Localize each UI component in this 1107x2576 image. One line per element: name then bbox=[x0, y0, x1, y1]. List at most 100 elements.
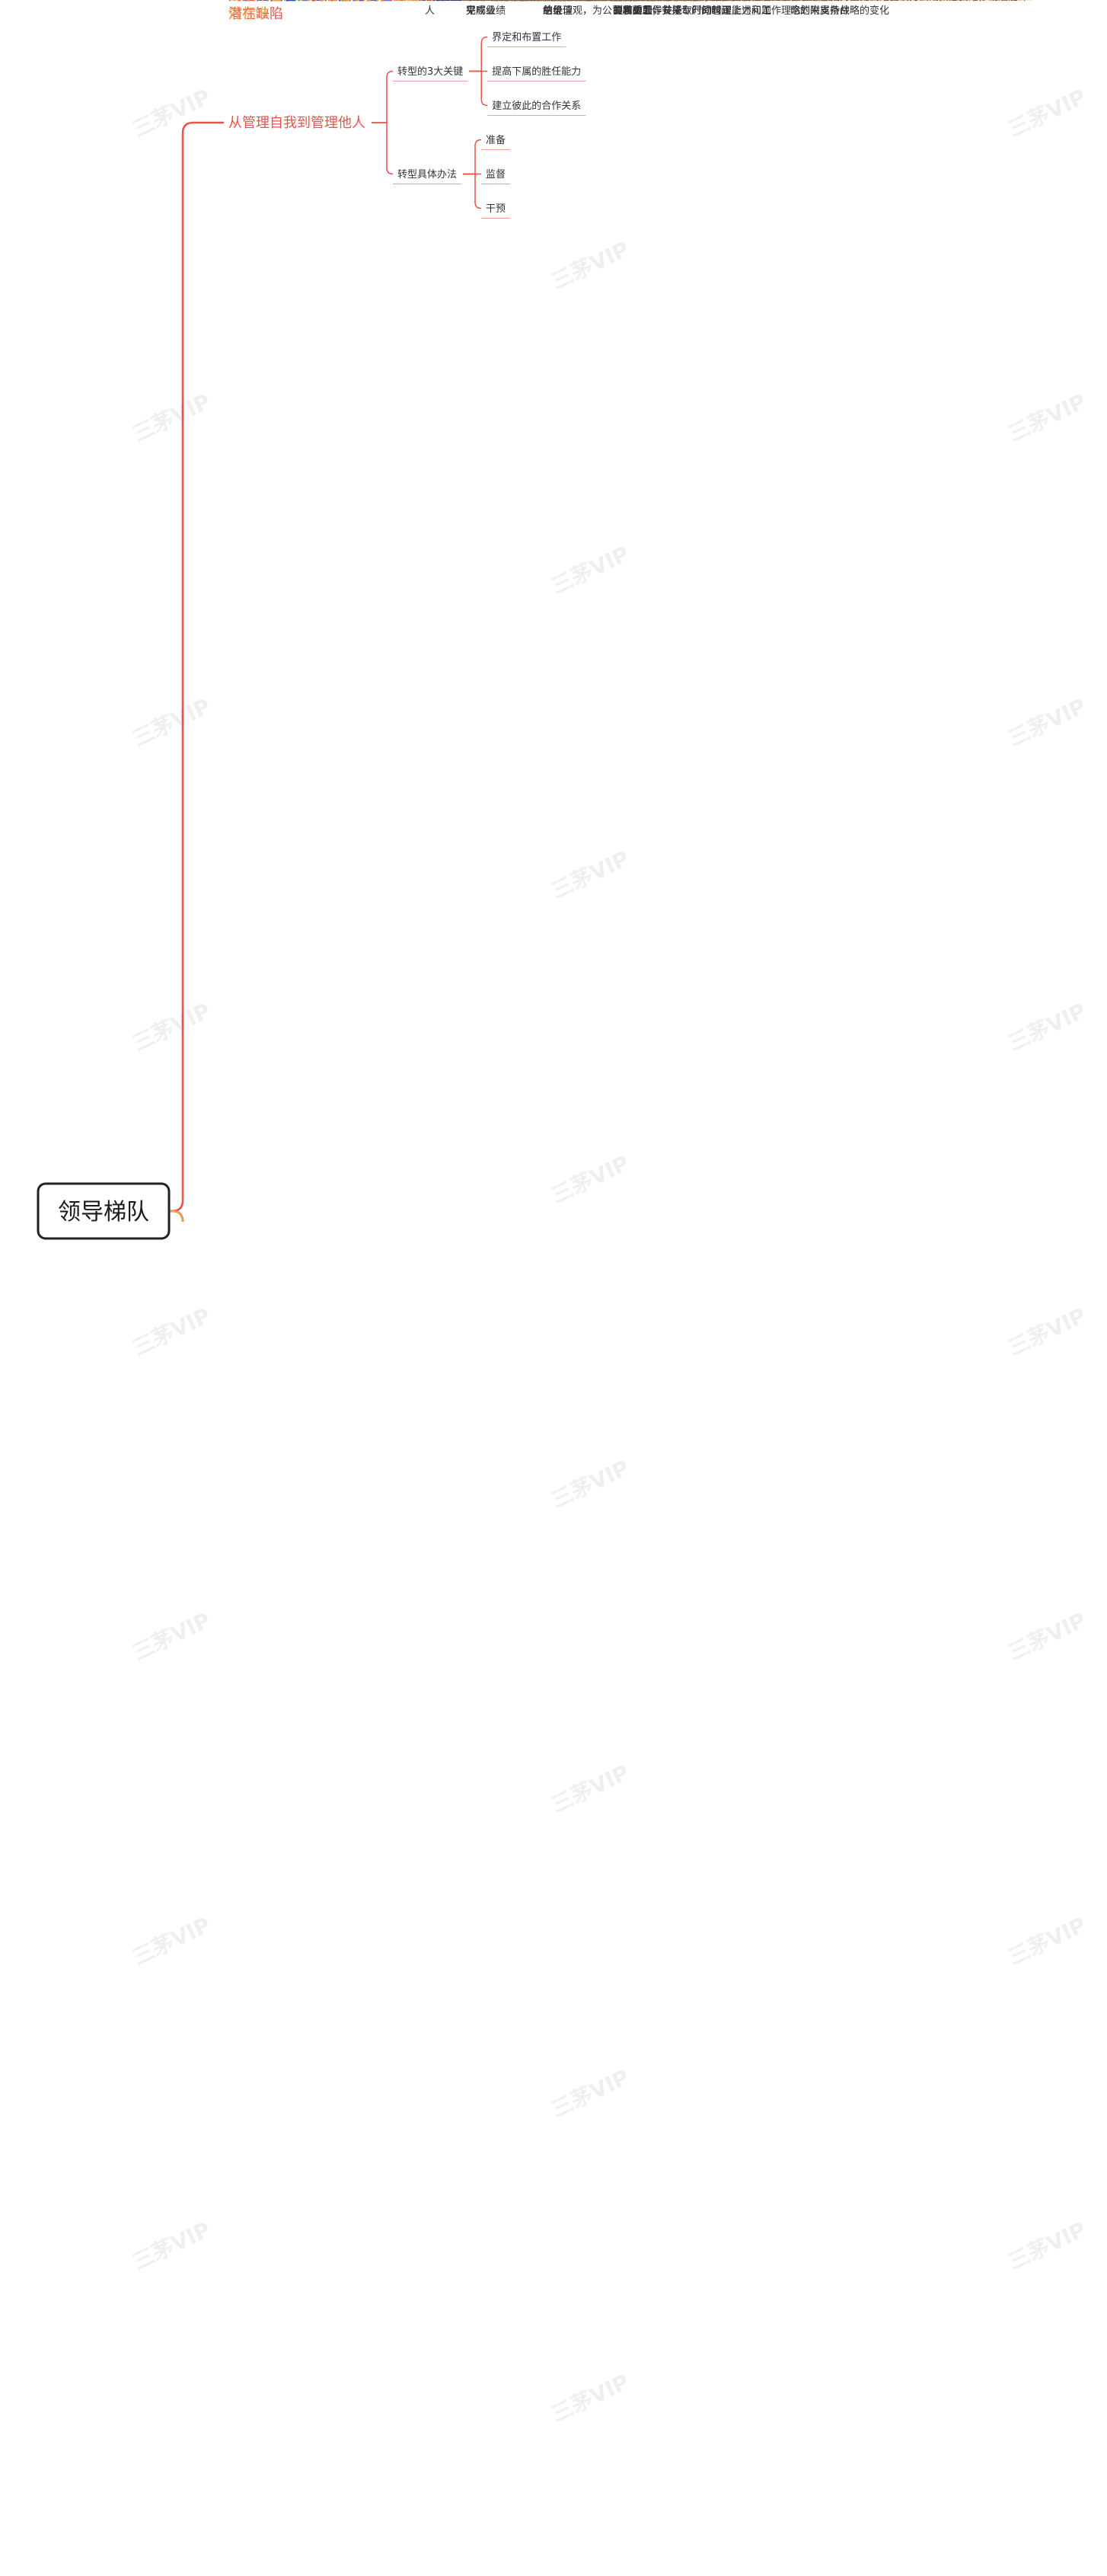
subtopic-node[interactable]: 选拔“自己人” bbox=[489, 0, 558, 3]
subtopic-node[interactable]: 高管的工作理念 bbox=[420, 0, 499, 3]
subtopic-node[interactable]: 授权问题 bbox=[489, 0, 538, 3]
subtopic-node[interactable]: 干预 bbox=[481, 203, 511, 219]
subtopic-node[interactable]: 涵盖一整套绩效要求的标准 bbox=[648, 0, 777, 3]
subtopic-node[interactable]: 处理多方面复杂问题 bbox=[512, 0, 611, 3]
subtopic-node[interactable]: 一线经理 bbox=[579, 0, 629, 3]
subtopic-node[interactable]: 调整时间表 bbox=[566, 0, 625, 3]
subtopic-node[interactable]: 了解和支持企业战略和业务战略，必要时修改职能计划来支持战略的变化 bbox=[796, 0, 1033, 17]
subtopic-node[interactable]: 不能重视和应对不熟悉或兴趣不大的工作 bbox=[516, 0, 704, 3]
subtopic-node[interactable]: 转型的三项关键行动 bbox=[448, 0, 547, 3]
subtopic-node[interactable]: 忽视新机会 bbox=[505, 0, 564, 3]
subtopic-node[interactable]: 有人把坏消息告诉我吗 bbox=[554, 0, 662, 3]
subtopic-node[interactable]: 与其他经理沟通，确定他们的领导层级以及该层级所要求的领导技能、时间管理能力和工作… bbox=[608, 0, 846, 17]
subtopic-node[interactable]: 具备影响力 bbox=[538, 0, 598, 3]
subtopic-node[interactable]: 转型的3大关键 bbox=[393, 66, 468, 81]
subtopic-node[interactable]: 克察最新发展动态 bbox=[516, 0, 605, 3]
subtopic-node[interactable]: 我了解公司正在发生的事情吗 bbox=[554, 0, 692, 3]
subtopic-node[interactable]: 领导者如何开发绩效标准 bbox=[560, 0, 678, 3]
subtopic-node[interactable]: 事业部总经理 bbox=[579, 0, 649, 3]
subtopic-node[interactable]: 事业部总经理和销售经理都认为自己是产品开发计划的首要职 bbox=[608, 0, 846, 17]
subtopic-node[interactable]: 促使梯队上的领导者了解相邻层级之间存在的职责断裂和重叠，并采取行动纠正上述问题 bbox=[608, 0, 846, 17]
root-node[interactable]: 领导梯队 bbox=[37, 1182, 171, 1240]
subtopic-node[interactable]: 提高下属的胜任能力 bbox=[487, 66, 586, 81]
subtopic-node[interactable]: 事业部副总经理 bbox=[697, 0, 777, 3]
subtopic-node[interactable]: 使用领导梯队模型来确定特定工作所处的领导层级 bbox=[608, 0, 836, 3]
subtopic-node[interactable]: 建立绩效标准 bbox=[560, 0, 629, 3]
subtopic-node[interactable]: 界定和布置工作 bbox=[487, 32, 566, 47]
subtopic-node[interactable]: 将职能部门的所有方面纳入战略思考 bbox=[516, 0, 684, 3]
subtopic-node[interactable]: 能否在与直接下属共事中把他们培养成真正的事业部总经理 bbox=[538, 0, 776, 17]
subtopic-node[interactable]: 善于平衡短期和长期利益，实现可持续发展 bbox=[485, 0, 683, 3]
branch-topic[interactable]: 从集团高管到首席执行官 bbox=[228, 0, 379, 4]
subtopic-node[interactable]: HR如何提高诊断水平 bbox=[461, 0, 554, 17]
subtopic-node[interactable]: 建立对关键人员和员工群体的评价标准 bbox=[566, 0, 744, 3]
subtopic-node[interactable]: 错位现象 bbox=[448, 0, 497, 3]
subtopic-node[interactable]: 协调自己的直接下属部门和其他相关部门的工作 bbox=[489, 0, 707, 3]
subtopic-node[interactable]: 支持公司重点倡导的工作，愿意共享资源，践行公司的价值观，为公司层面工作安排专门的… bbox=[538, 0, 776, 17]
subtopic-node[interactable]: 绩效标准的界定 bbox=[461, 0, 541, 3]
subtopic-node[interactable]: 思维模式的问题 bbox=[489, 0, 568, 3]
subtopic-node[interactable]: 准备 bbox=[481, 134, 511, 150]
subtopic-node[interactable]: 维持一种与集团公司对立的关系 bbox=[505, 0, 653, 3]
subtopic-node[interactable]: 如何规避 bbox=[420, 0, 470, 3]
subtopic-node[interactable]: 培育公司的软实力 bbox=[485, 0, 574, 3]
subtopic-node[interactable]: 组织能力 bbox=[536, 0, 585, 3]
subtopic-node[interactable]: 团队建设问题 bbox=[489, 0, 558, 3]
subtopic-node[interactable]: 放弃培养事业部总经理的机会 bbox=[505, 0, 643, 3]
subtopic-node[interactable]: 建立彼此的合作关系 bbox=[487, 100, 586, 116]
subtopic-node[interactable]: 员工没有得到正常的职业发展 bbox=[579, 0, 718, 3]
subtopic-node[interactable]: 职责断裂 bbox=[540, 0, 589, 3]
subtopic-node[interactable]: 选拔和培养有能力的一线经理 bbox=[489, 0, 627, 3]
subtopic-node[interactable]: 绩效管理问题 bbox=[489, 0, 558, 3]
branch-topic[interactable]: 问题诊断：识别领导梯队模型中的潜在缺陷 bbox=[228, 0, 434, 22]
subtopic-node[interactable]: 战略方向 bbox=[536, 0, 585, 3]
subtopic-node[interactable]: 协调三角模型 bbox=[448, 0, 517, 3]
subtopic-node[interactable]: 明确他们希望做出的贡献 bbox=[566, 0, 684, 3]
subtopic-node[interactable]: 缺乏上级对下级绩效的反馈，问题反复发生 bbox=[608, 0, 806, 3]
subtopic-node[interactable]: 子集团高管的成功是间接的成功 bbox=[518, 0, 667, 3]
subtopic-node[interactable]: 与领导梯队相结合 bbox=[573, 0, 662, 3]
subtopic-node[interactable]: 像事业部总经理一样工作 bbox=[505, 0, 624, 3]
subtopic-node[interactable]: 诊断领导梯队问题 bbox=[461, 0, 550, 3]
subtopic-node[interactable]: 确定下属晋升和下属晋升的领导名单 bbox=[573, 0, 742, 3]
branch-topic[interactable]: 从管理职能部门到事业部总经理 bbox=[228, 0, 420, 4]
subtopic-node[interactable]: 团队视角 bbox=[569, 0, 619, 3]
subtopic-node[interactable]: 能否做出正确的决策，区分不同业务可能产生的不同结果 bbox=[538, 0, 776, 17]
subtopic-node[interactable]: 人员能力 bbox=[536, 0, 585, 3]
subtopic-node[interactable]: 意明关键工作 bbox=[573, 0, 643, 3]
subtopic-node[interactable]: 3大挑战 bbox=[448, 0, 493, 3]
subtopic-node[interactable]: 为什么配置错误仍能完成业绩 bbox=[461, 0, 560, 17]
subtopic-node[interactable]: 全面了解商业模式细节、长期战略方向和目标 bbox=[516, 0, 724, 3]
subtopic-node[interactable]: 缺乏资源，计划无力执行 bbox=[608, 0, 727, 3]
subtopic-node[interactable]: 让一线经理对管理工作负责 bbox=[489, 0, 617, 3]
branch-topic[interactable]: 业绩改善：明确岗位职责，设立绩效标准 bbox=[228, 0, 434, 22]
subtopic-node[interactable]: 具体要求 bbox=[448, 0, 497, 3]
subtopic-node[interactable]: 集团高管 bbox=[697, 0, 747, 3]
subtopic-node[interactable]: 4种行为误区 bbox=[420, 0, 486, 3]
subtopic-node[interactable]: 领导力挑战 bbox=[407, 0, 466, 3]
subtopic-node[interactable]: 确立一个愿景，并以此制定企业的长期战略框架 bbox=[766, 0, 984, 3]
subtopic-node[interactable]: 主管公司的人力资源 bbox=[475, 0, 574, 3]
subtopic-node[interactable]: 每一笔业务交易的成本都在增加 bbox=[579, 0, 728, 3]
subtopic-node[interactable]: 转变思维方式 bbox=[512, 0, 582, 3]
subtopic-node[interactable]: 能否让公司总体战略优先于部门战略 bbox=[538, 0, 707, 3]
branch-topic[interactable]: 从管理经理人员到管理职能部门 bbox=[228, 0, 420, 4]
subtopic-node[interactable]: 执行到位 bbox=[485, 0, 534, 3]
subtopic-node[interactable]: 把业务部门与整个公司联系起来 bbox=[518, 0, 667, 3]
subtopic-node[interactable]: 设定公司发展的方向 bbox=[485, 0, 584, 3]
subtopic-node[interactable]: 明确职责 bbox=[540, 0, 589, 3]
subtopic-node[interactable]: 判断转型成功的标准 bbox=[420, 0, 519, 3]
subtopic-node[interactable]: 管理和培养事业部经理 bbox=[518, 0, 627, 3]
subtopic-node[interactable]: 识别的指标合格候选人 bbox=[420, 0, 519, 17]
branch-topic[interactable]: 从管理自我到管理他人 bbox=[228, 115, 365, 131]
subtopic-node[interactable]: 评估目标 bbox=[573, 0, 623, 3]
subtopic-node[interactable]: 转型具体办法 bbox=[393, 169, 462, 184]
branch-topic[interactable]: 从事业部总经理到集团高管 bbox=[228, 0, 393, 4]
subtopic-node[interactable]: 在业务部门的战略框架内设计长期业务战略，构建战略的附属条件 bbox=[786, 0, 1023, 17]
subtopic-node[interactable]: 职责的明确 bbox=[461, 0, 521, 3]
subtopic-node[interactable]: 根据领导层级的不同所指定的差异化标准 bbox=[648, 0, 836, 3]
subtopic-node[interactable]: 大量的工作产出不意味着完成了重要的工作 bbox=[579, 0, 777, 3]
subtopic-node[interactable]: 职责重叠 bbox=[540, 0, 589, 3]
subtopic-node[interactable]: 事业部副总经理和部门总监对同一个一线经理下指示 bbox=[608, 0, 846, 3]
subtopic-node[interactable]: 无法从项目运作导向转变到战略导向 bbox=[516, 0, 684, 3]
